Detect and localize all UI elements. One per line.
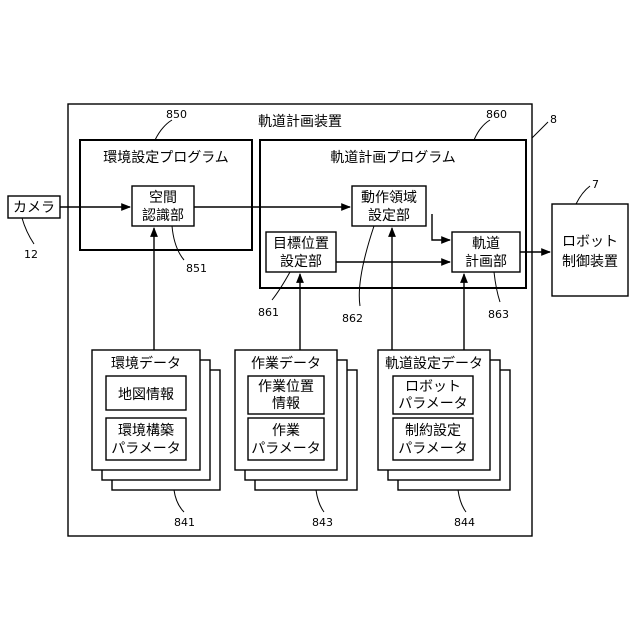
robot-params-line2: パラメータ [398, 396, 468, 412]
traj-program-ref: 860 [486, 108, 507, 121]
camera-label: カメラ [13, 200, 55, 216]
device-ref: 8 [550, 113, 557, 126]
robot-controller-line2: 制御装置 [562, 254, 618, 270]
robot-controller-line1: ロボット [562, 234, 618, 250]
constraint-params-line2: パラメータ [398, 441, 468, 457]
work-position-line2: 情報 [272, 396, 300, 412]
motion-area-line2: 設定部 [368, 208, 410, 224]
traj-planner-ref: 863 [488, 308, 509, 321]
work-params-line2: パラメータ [251, 441, 321, 457]
space-recognition-line1: 空間 [149, 190, 177, 206]
work-data-ref: 843 [312, 516, 333, 529]
space-recognition-line2: 認識部 [142, 208, 184, 224]
robot-controller-box [552, 204, 628, 296]
camera-ref: 12 [24, 248, 38, 261]
trajectory-planning-program-title: 軌道計画プログラム [330, 150, 456, 166]
trajectory-planner-line2: 計画部 [465, 254, 507, 270]
env-construction-line2: パラメータ [111, 441, 181, 457]
trajectory-settings-title: 軌道設定データ [385, 355, 483, 372]
traj-settings-ref: 844 [454, 516, 475, 529]
device-ref-leader [532, 122, 548, 138]
work-position-line1: 作業位置 [258, 379, 314, 395]
camera-ref-leader [22, 218, 34, 244]
space-recognition-ref: 851 [186, 262, 207, 275]
robot-params-line1: ロボット [405, 379, 461, 395]
trajectory-planner-line1: 軌道 [472, 236, 500, 252]
target-position-ref: 861 [258, 306, 279, 319]
work-data-title: 作業データ [251, 355, 321, 372]
env-construction-line1: 環境構築 [118, 423, 174, 439]
motion-area-ref: 862 [342, 312, 363, 325]
env-program-ref: 850 [166, 108, 187, 121]
environment-data-title: 環境データ [111, 355, 181, 372]
work-params-line1: 作業 [272, 423, 300, 439]
robot-controller-ref: 7 [592, 178, 599, 191]
target-position-line1: 目標位置 [273, 236, 329, 252]
env-data-ref: 841 [174, 516, 195, 529]
constraint-params-line1: 制約設定 [405, 423, 461, 439]
motion-area-line1: 動作領域 [361, 189, 417, 206]
environment-setting-program-title: 環境設定プログラム [103, 150, 229, 166]
map-info-label: 地図情報 [118, 387, 174, 403]
target-position-line2: 設定部 [280, 254, 322, 270]
device-title: 軌道計画装置 [258, 114, 342, 130]
robot-controller-ref-leader [576, 186, 590, 204]
